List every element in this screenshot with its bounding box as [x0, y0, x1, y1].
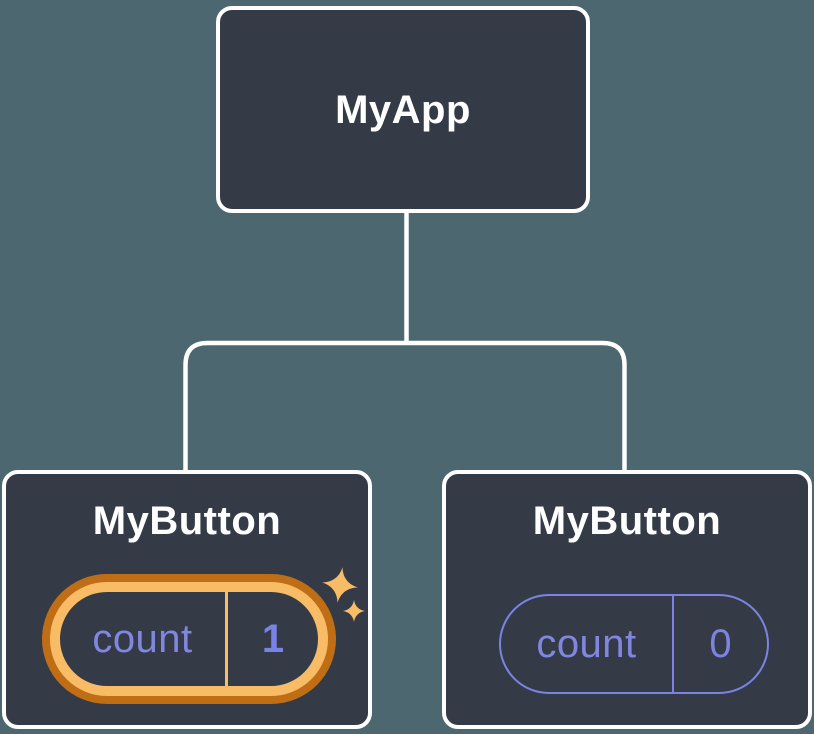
node-myapp-label: MyApp	[335, 87, 471, 132]
node-mybutton-right-label: MyButton	[532, 499, 722, 543]
state-value: 1	[225, 592, 318, 686]
node-mybutton-right: MyButton count 0	[442, 470, 812, 729]
node-mybutton-left: MyButton count 1	[2, 470, 372, 729]
node-myapp: MyApp	[216, 6, 590, 213]
state-key-label: count	[92, 616, 193, 661]
state-value: 0	[672, 596, 767, 692]
node-mybutton-left-label: MyButton	[92, 499, 282, 543]
children-bracket-line	[183, 340, 627, 472]
state-key-label: count	[536, 621, 637, 666]
state-pill-highlighted: count 1	[50, 582, 328, 696]
sparkle-icon	[322, 567, 365, 622]
state-pill-plain: count 0	[499, 594, 769, 694]
